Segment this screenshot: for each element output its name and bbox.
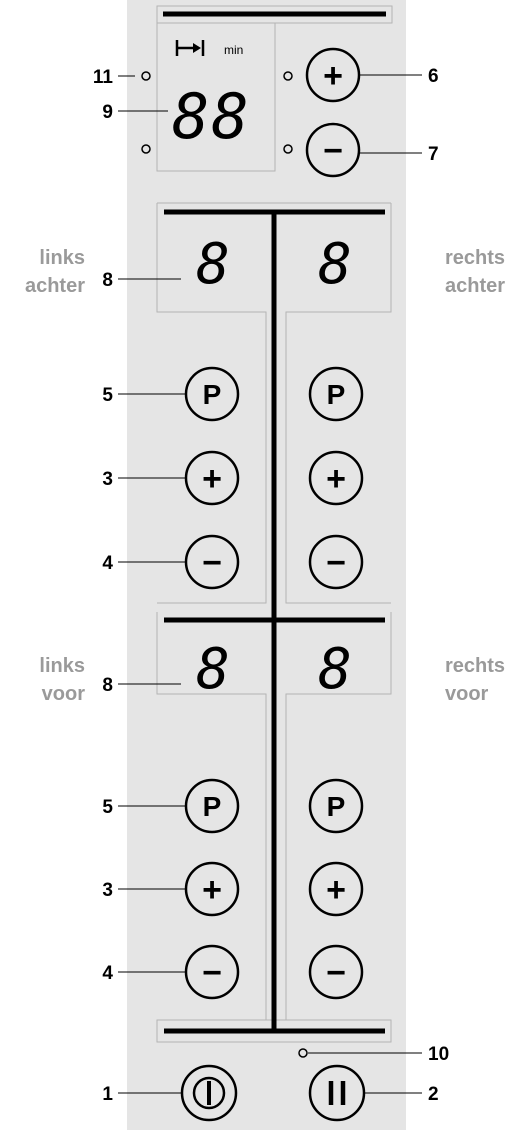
timer-section: min 88 + − [141,5,393,178]
front-left-label-line2: voor [42,683,86,705]
timer-plus-glyph: + [323,57,343,95]
timer-unit-label: min [224,43,243,57]
callout-3-rear: 3 [102,469,113,490]
callout-lines [118,74,422,1094]
front-left-display: 8 [196,637,230,702]
front-left-minus-button[interactable]: − [184,944,240,1000]
rear-left-display: 8 [196,232,230,297]
rear-right-display: 8 [318,232,352,297]
callout-3-front: 3 [102,880,113,901]
rear-right-minus-button[interactable]: − [308,534,364,590]
callout-6: 6 [428,66,439,87]
timer-indicator-led [141,71,151,81]
rear-left-plus-button[interactable]: + [184,450,240,506]
front-right-p-glyph: P [327,791,346,822]
front-left-label-line1: links [39,655,85,677]
front-left-plus-button[interactable]: + [184,861,240,917]
rear-right-minus-glyph: − [326,544,346,582]
rear-left-p-glyph: P [203,379,222,410]
timer-zone-led [141,144,151,154]
power-icon [192,1076,226,1110]
callout-1: 1 [102,1084,113,1105]
front-right-plus-button[interactable]: + [308,861,364,917]
callout-9: 9 [102,102,113,123]
callout-11: 11 [93,67,114,88]
rear-left-minus-button[interactable]: − [184,534,240,590]
front-right-label-line1: rechts [445,655,505,677]
power-button[interactable] [180,1064,238,1122]
callout-4-front: 4 [102,963,113,984]
timer-plus-led [283,71,293,81]
rear-right-plus-button[interactable]: + [308,450,364,506]
timer-minus-glyph: − [323,132,343,170]
front-right-p-button[interactable]: P [308,778,364,834]
front-left-plus-glyph: + [202,871,222,909]
callout-4-rear: 4 [102,553,113,574]
rear-left-minus-glyph: − [202,544,222,582]
timer-minus-led [283,144,293,154]
rear-right-p-glyph: P [327,379,346,410]
rear-left-plus-glyph: + [202,460,222,498]
callout-8-rear: 8 [102,270,113,291]
zone-divider-bars [164,209,385,1034]
callout-7: 7 [428,144,439,165]
front-right-minus-glyph: − [326,954,346,992]
timer-icon [175,40,205,56]
rear-left-p-button[interactable]: P [184,366,240,422]
front-left-minus-glyph: − [202,954,222,992]
pause-icon [328,1081,346,1105]
front-right-minus-button[interactable]: − [308,944,364,1000]
callout-5-rear: 5 [102,385,113,406]
front-right-display: 8 [318,637,352,702]
timer-minus-button[interactable]: − [305,122,361,178]
front-right-plus-glyph: + [326,871,346,909]
rear-right-label-line1: rechts [445,247,505,269]
callout-5-front: 5 [102,797,113,818]
rear-right-label-line2: achter [445,275,505,297]
front-left-p-glyph: P [203,791,222,822]
timer-display-frame [156,22,276,172]
callout-2: 2 [428,1084,439,1105]
callout-10: 10 [428,1044,449,1065]
pause-button[interactable] [308,1064,366,1122]
front-right-label-line2: voor [445,683,489,705]
rear-left-label-line2: achter [25,275,85,297]
rear-zone-frames [156,202,392,604]
pause-led [298,1048,308,1058]
rear-right-plus-glyph: + [326,460,346,498]
timer-plus-button[interactable]: + [305,47,361,103]
timer-display: 88 [172,80,251,153]
front-left-p-button[interactable]: P [184,778,240,834]
rear-left-label-line1: links [39,247,85,269]
rear-right-p-button[interactable]: P [308,366,364,422]
callout-8-front: 8 [102,675,113,696]
